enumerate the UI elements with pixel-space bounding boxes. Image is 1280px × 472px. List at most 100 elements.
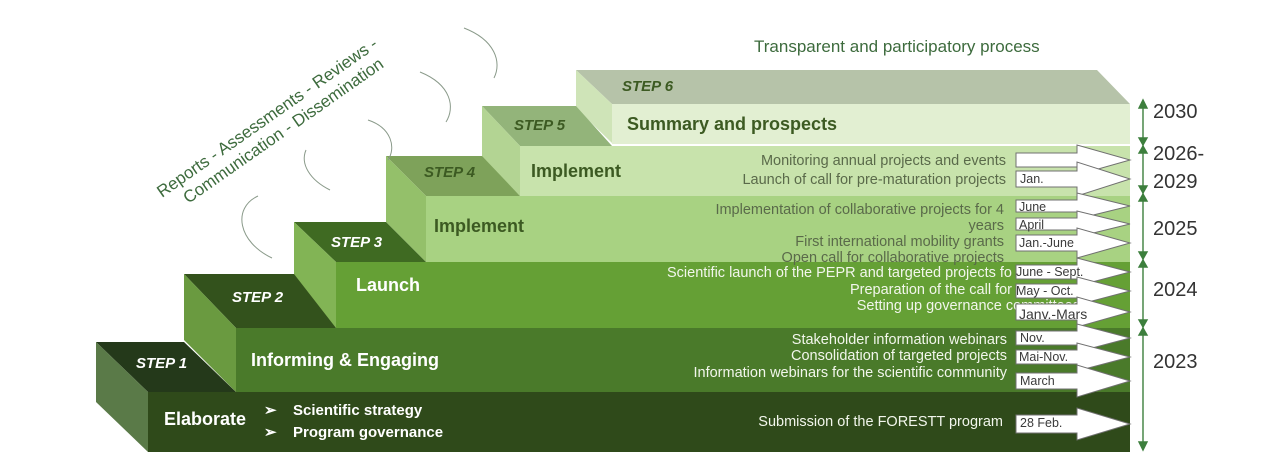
date-prematuration: Jan. bbox=[1020, 172, 1044, 186]
event-monitoring: Monitoring annual projects and events bbox=[761, 153, 1006, 169]
step-1-label: STEP 1 bbox=[136, 355, 187, 372]
event-mobility-grants: First international mobility grants bbox=[795, 234, 1004, 250]
year-2023: 2023 bbox=[1153, 351, 1198, 373]
step-3-top bbox=[294, 222, 426, 262]
timeline bbox=[1137, 98, 1149, 452]
step-6-top bbox=[576, 70, 1130, 104]
date-collab-projects-june: June bbox=[1019, 200, 1046, 214]
timeline-tick-icon bbox=[1137, 319, 1149, 329]
step-2-title: Informing & Engaging bbox=[251, 350, 439, 370]
date-arrow: Nov. bbox=[1015, 323, 1132, 353]
date-arrow: Mai-Nov. bbox=[1015, 342, 1132, 372]
event-prematuration-call: Launch of call for pre-maturation projec… bbox=[742, 172, 1006, 188]
feedback-arc bbox=[303, 149, 331, 191]
arc-text: Reports - Assessments - Reviews - Commun… bbox=[153, 34, 387, 207]
step-1-front bbox=[148, 392, 1130, 452]
arc-text-line2: Communication - Dissemination bbox=[180, 54, 387, 207]
feedback-arc bbox=[241, 195, 273, 259]
date-info-webinars: March bbox=[1020, 374, 1055, 388]
step-6-block: STEP 6 Summary and prospects bbox=[576, 70, 1130, 144]
step-1-title: Elaborate bbox=[164, 409, 246, 429]
step-4-title: Implement bbox=[434, 216, 524, 236]
year-2025: 2025 bbox=[1153, 218, 1198, 240]
event-stakeholder-webinars: Stakeholder information webinars bbox=[792, 332, 1007, 348]
step-4-front bbox=[426, 196, 1130, 262]
date-governance-committees: Janv.-Mars bbox=[1019, 306, 1087, 322]
date-arrow: Jan. bbox=[1015, 161, 1132, 197]
step-4-block: STEP 4 Implement bbox=[386, 156, 1130, 262]
step-4-side bbox=[386, 156, 426, 262]
year-2024: 2024 bbox=[1153, 279, 1198, 301]
timeline-tick-icon bbox=[1137, 144, 1149, 154]
step-1-block: STEP 1 Elaborate ➢ Scientific strategy ➢… bbox=[96, 342, 1130, 452]
date-arrow: 28 Feb. bbox=[1015, 407, 1132, 441]
step-2-front bbox=[236, 328, 1130, 392]
year-2030: 2030 bbox=[1153, 101, 1198, 123]
date-scientific-launch: June - Sept. bbox=[1016, 265, 1083, 279]
feedback-arcs bbox=[241, 27, 498, 259]
date-arrow: Janv.-Mars bbox=[1015, 296, 1132, 328]
date-arrow: June - Sept. bbox=[1015, 257, 1132, 287]
process-title: Transparent and participatory process bbox=[754, 37, 1040, 56]
date-arrow: April bbox=[1015, 210, 1131, 238]
date-arrow: June bbox=[1015, 192, 1131, 220]
date-preparation-call: May - Oct. bbox=[1016, 284, 1074, 298]
date-collab-projects-april: April bbox=[1019, 218, 1044, 232]
date-submission: 28 Feb. bbox=[1020, 416, 1062, 430]
step-1-top bbox=[96, 342, 236, 392]
timeline-tick-icon bbox=[1137, 192, 1149, 202]
date-arrow bbox=[1015, 144, 1132, 176]
step-6-front bbox=[612, 104, 1130, 144]
event-submission: Submission of the FORESTT program bbox=[758, 414, 1003, 430]
year-labels: 2030 2026- 2029 2025 2024 2023 bbox=[1153, 101, 1204, 373]
arrowhead-bullet-icon: ➢ bbox=[264, 424, 277, 441]
step-3-title: Launch bbox=[356, 275, 420, 295]
step-2-block: STEP 2 Informing & Engaging bbox=[184, 274, 1130, 392]
timeline-tick-icon bbox=[1137, 258, 1149, 268]
event-info-webinars: Information webinars for the scientific … bbox=[694, 365, 1008, 381]
step-5-title: Implement bbox=[531, 161, 621, 181]
event-consolidation: Consolidation of targeted projects bbox=[791, 348, 1007, 364]
event-open-call: Open call for collaborative projects bbox=[782, 250, 1004, 266]
step-5-side bbox=[482, 106, 520, 196]
date-consolidation: Mai-Nov. bbox=[1019, 350, 1068, 364]
step-5-label: STEP 5 bbox=[514, 117, 566, 134]
date-mobility-grants: Jan.-June bbox=[1019, 236, 1074, 250]
feedback-arc bbox=[463, 27, 498, 79]
step-2-side bbox=[184, 274, 236, 392]
feedback-arc bbox=[367, 119, 393, 161]
event-scientific-launch: Scientific launch of the PEPR and target… bbox=[667, 265, 1012, 281]
step-2-label: STEP 2 bbox=[232, 289, 284, 306]
arc-text-line1: Reports - Assessments - Reviews - bbox=[153, 34, 381, 201]
step-4-label: STEP 4 bbox=[424, 164, 476, 181]
feedback-arc bbox=[419, 71, 451, 123]
date-arrow: May - Oct. bbox=[1015, 276, 1132, 306]
step-6-label: STEP 6 bbox=[622, 78, 674, 95]
date-stakeholder-webinars: Nov. bbox=[1020, 331, 1045, 345]
event-texts: Submission of the FORESTT program Inform… bbox=[667, 153, 1080, 430]
step-3-label: STEP 3 bbox=[331, 234, 383, 251]
bullet-program-governance: Program governance bbox=[293, 424, 443, 441]
arrow-down-icon bbox=[1137, 441, 1149, 452]
timeline-tick-icon bbox=[1137, 326, 1149, 336]
arrowhead-bullet-icon: ➢ bbox=[264, 402, 277, 419]
step-6-title: Summary and prospects bbox=[627, 114, 837, 134]
step-2-top bbox=[184, 274, 336, 328]
step-4-top bbox=[386, 156, 520, 196]
step-5-block: STEP 5 Implement bbox=[482, 106, 1130, 196]
event-collab-projects-line1: Implementation of collaborative projects… bbox=[715, 202, 1004, 218]
arrow-up-icon bbox=[1137, 98, 1149, 109]
date-arrow: Jan.-June bbox=[1015, 227, 1132, 259]
date-arrows: Jan. June April Jan.-June June - Sept. M… bbox=[1015, 144, 1132, 441]
timeline-tick-icon bbox=[1137, 137, 1149, 147]
timeline-tick-icon bbox=[1137, 251, 1149, 261]
year-2026: 2026- bbox=[1153, 143, 1204, 165]
step-3-front bbox=[336, 262, 1130, 328]
step-3-side bbox=[294, 222, 336, 328]
step-6-side bbox=[576, 70, 612, 143]
step-1-side bbox=[96, 342, 148, 452]
bullet-scientific-strategy: Scientific strategy bbox=[293, 402, 423, 419]
date-arrow: March bbox=[1015, 364, 1132, 398]
event-collab-projects-line2: years bbox=[969, 218, 1004, 234]
